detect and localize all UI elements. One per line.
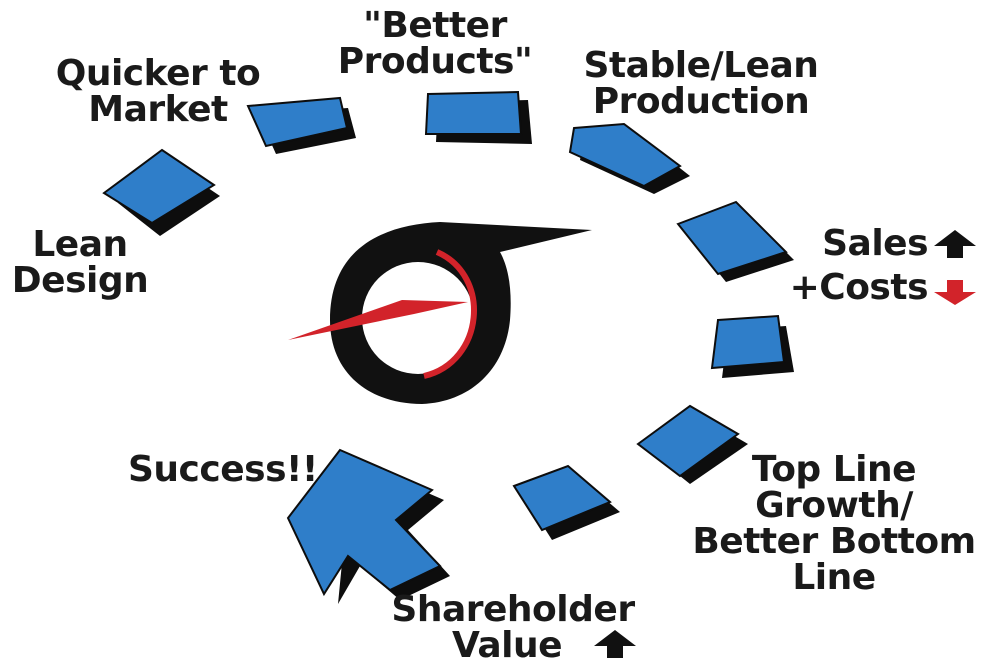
label-quicker-to-market: Quicker to Market [55, 53, 261, 130]
label-success: Success!! [128, 449, 318, 490]
up-arrow-icon [594, 630, 636, 658]
label-top-line-growth: Top Line Growth/ Better Bottom Line [692, 449, 976, 598]
label-better-products: "Better Products" [337, 5, 533, 82]
success-arrow-icon [286, 448, 450, 604]
step-tile-top-line-growth [636, 404, 748, 484]
label-stable-lean-production: Stable/Lean Production [583, 45, 819, 122]
step-tile-better-products [424, 90, 532, 144]
gauge-logo-icon [288, 222, 592, 404]
up-arrow-icon [934, 230, 976, 258]
label-lean-design: Lean Design [11, 224, 149, 301]
step-tile-stable-lean-production [568, 122, 690, 194]
step-tile-sales-costs [676, 200, 794, 282]
label-sales: Sales [822, 223, 928, 264]
step-tile-quicker-to-market [246, 96, 356, 154]
step-tile-mid-right [710, 314, 794, 378]
down-arrow-icon [934, 280, 976, 305]
step-tile-lean-design [102, 148, 220, 236]
label-costs: +Costs [789, 267, 929, 308]
step-tile-shareholder-value [512, 464, 620, 540]
label-shareholder-value: Shareholder Value [391, 589, 635, 666]
